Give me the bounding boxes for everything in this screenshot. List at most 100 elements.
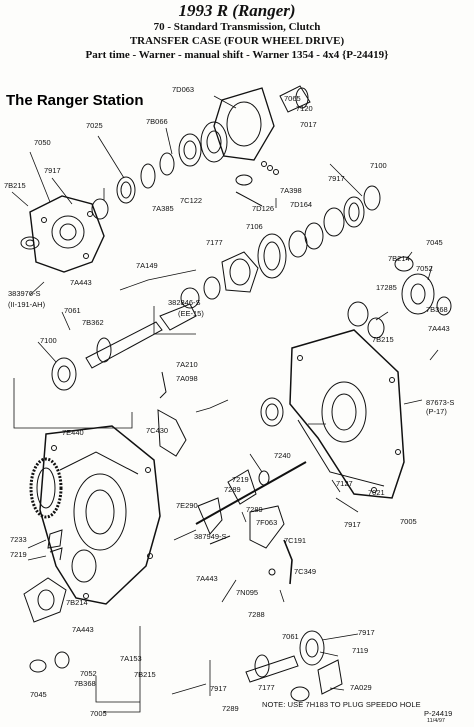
- part-callout: 7219: [10, 550, 27, 559]
- output-shaft-part: [245, 630, 343, 702]
- part-callout: 7A398: [280, 186, 302, 195]
- part-callout: 7B066: [146, 117, 168, 126]
- part-callout: 7A443: [70, 278, 92, 287]
- input-shaft-part: [51, 303, 197, 391]
- part-callout: 7288: [248, 610, 265, 619]
- part-callout: 7017: [300, 120, 317, 129]
- figure-code: P-24419: [424, 709, 453, 718]
- part-callout: 7E290: [176, 501, 198, 510]
- part-callout: 7C349: [294, 567, 316, 576]
- part-callout: (EE-15): [178, 309, 204, 318]
- part-callout: (P-17): [426, 407, 447, 416]
- part-callout: 383976-S: [8, 289, 41, 298]
- part-callout: 7D063: [172, 85, 194, 94]
- part-callout: (II-191-AH): [8, 300, 46, 309]
- part-callout: 7B215: [372, 335, 394, 344]
- front-case-main-part: [39, 425, 161, 605]
- subtitle-group: 70 - Standard Transmission, Clutch: [153, 21, 321, 33]
- part-callout: 7A029: [350, 683, 372, 692]
- part-callout: 7119: [352, 646, 368, 655]
- part-callout: 7917: [358, 628, 375, 637]
- part-callout: 7917: [210, 684, 227, 693]
- part-callout: 7A153: [120, 654, 142, 663]
- part-callout: 7B215: [4, 181, 26, 190]
- front-yoke-part: [23, 529, 97, 673]
- part-callout: 7C122: [180, 196, 202, 205]
- part-callout: 7A385: [152, 204, 174, 213]
- part-callout: 7289: [224, 485, 241, 494]
- part-callout: 7052: [416, 264, 433, 273]
- output-gear-part: [347, 256, 452, 339]
- part-callout: 7005: [400, 517, 417, 526]
- part-callout: 7061: [64, 306, 81, 315]
- part-callout: 7E440: [62, 428, 84, 437]
- part-callout: 7B368: [74, 679, 96, 688]
- part-callout: 7100: [370, 161, 387, 170]
- figure-date: 11/4/97: [427, 718, 445, 724]
- part-callout: 7A098: [176, 374, 198, 383]
- drive-chain-part: [29, 457, 63, 519]
- part-callout: 7B368: [426, 305, 448, 314]
- seal-part: [20, 236, 40, 250]
- part-callout: 7N095: [236, 588, 258, 597]
- part-callout: 7233: [10, 535, 27, 544]
- shift-rail-part: [157, 371, 307, 535]
- part-callout: 7C191: [284, 536, 306, 545]
- subtitle-assembly: TRANSFER CASE (FOUR WHEEL DRIVE): [129, 35, 345, 47]
- extension-housing-part: [200, 85, 311, 163]
- part-callout: 7289: [222, 704, 239, 713]
- part-callout: 7100: [40, 336, 57, 345]
- part-callout: 7917: [344, 520, 361, 529]
- part-callout: 7219: [232, 475, 249, 484]
- part-callout: 382846-S: [168, 298, 201, 307]
- part-callout: 7917: [328, 174, 345, 183]
- leader-lines: [11, 95, 439, 713]
- part-callout: 7917: [44, 166, 61, 175]
- part-callout: 7A443: [196, 574, 218, 583]
- part-callout: 7177: [258, 683, 275, 692]
- planetary-gear-part: [180, 233, 287, 309]
- part-callout: 7D164: [290, 200, 312, 209]
- part-callout: 7005: [90, 709, 107, 718]
- part-callout: 7289: [246, 505, 263, 514]
- part-callout: 7D126: [252, 204, 274, 213]
- part-callout: 17285: [376, 283, 397, 292]
- part-callout: 7B214: [388, 254, 410, 263]
- snap-ring-stack-part: [91, 133, 202, 220]
- part-callout: 7106: [246, 222, 263, 231]
- watermark-text: The Ranger Station: [6, 92, 144, 109]
- part-callout: 7A149: [136, 261, 158, 270]
- part-callout: 7B214: [66, 598, 88, 607]
- sprocket-ring-stack-part: [288, 185, 381, 258]
- part-callout: 7045: [30, 690, 47, 699]
- part-callout: 7A443: [428, 324, 450, 333]
- page-title: 1993 R (Ranger): [178, 1, 296, 20]
- part-callout: 7F063: [256, 518, 277, 527]
- rear-case-half-part: [260, 329, 405, 499]
- shift-lever-part: [209, 505, 293, 585]
- part-callout: 7177: [206, 238, 223, 247]
- part-callout: 7240: [274, 451, 291, 460]
- part-callout: 7127: [336, 479, 353, 488]
- part-callout: 7B362: [82, 318, 104, 327]
- part-callout: 7050: [34, 138, 51, 147]
- note-text: NOTE: USE 7H183 TO PLUG SPEEDO HOLE: [262, 700, 421, 709]
- part-callout: 7052: [80, 669, 97, 678]
- part-callout: 7021: [368, 488, 385, 497]
- part-callout: 387949-S: [194, 532, 227, 541]
- part-callout: 7065: [284, 94, 301, 103]
- subtitle-application: Part time - Warner - manual shift - Warn…: [85, 49, 389, 61]
- part-callout: 87673-S: [426, 398, 454, 407]
- part-callout: 7120: [296, 104, 313, 113]
- part-callout: 7C430: [146, 426, 168, 435]
- part-callout: 7A443: [72, 625, 94, 634]
- part-callout: 7B215: [134, 670, 156, 679]
- part-callout: 7061: [282, 632, 299, 641]
- part-callout: 7045: [426, 238, 443, 247]
- part-callout: 7A210: [176, 360, 198, 369]
- front-case-half-part: [29, 195, 105, 273]
- part-callout: 7025: [86, 121, 103, 130]
- small-fastener-group: [235, 161, 279, 207]
